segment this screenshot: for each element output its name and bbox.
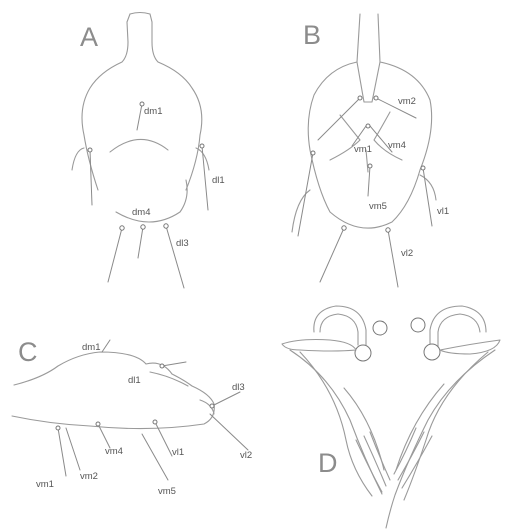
label-a-dm1: dm1 bbox=[144, 106, 162, 117]
panel-d-letter: D bbox=[318, 448, 338, 478]
seta-b-left-lateral bbox=[298, 153, 313, 236]
label-c-vl1: vl1 bbox=[172, 447, 184, 458]
label-a-dl1: dl1 bbox=[212, 175, 225, 186]
label-b-vm4: vm4 bbox=[388, 140, 406, 151]
panel-d-left-loop bbox=[282, 306, 387, 361]
socket-c-vm4 bbox=[96, 422, 100, 426]
socket-vl1 bbox=[421, 166, 425, 170]
seta-left-lateral bbox=[90, 150, 92, 205]
label-c-vm2: vm2 bbox=[80, 471, 98, 482]
panel-a-setae bbox=[88, 102, 208, 288]
seta-dl3 bbox=[166, 226, 184, 288]
label-c-vm1: vm1 bbox=[36, 479, 54, 490]
seta-c-dm1 bbox=[102, 340, 110, 352]
socket-c-vl1 bbox=[153, 420, 157, 424]
seta-dm4 bbox=[138, 227, 143, 258]
label-b-vm1: vm1 bbox=[354, 144, 372, 155]
panel-c-body-outline bbox=[12, 352, 214, 429]
seta-b-left-posterior bbox=[320, 228, 344, 282]
seta-vl1 bbox=[423, 168, 432, 226]
seta-c-vl2 bbox=[210, 414, 248, 450]
socket-vm5 bbox=[368, 164, 372, 168]
panel-b-letter: B bbox=[303, 20, 321, 50]
label-c-dm1: dm1 bbox=[82, 342, 100, 353]
label-b-vm5: vm5 bbox=[369, 201, 387, 212]
socket-b-left-posterior bbox=[342, 226, 346, 230]
label-a-dm4: dm4 bbox=[132, 207, 150, 218]
socket-c-dl3 bbox=[210, 404, 214, 408]
socket-dl3 bbox=[164, 224, 168, 228]
seta-left-posterior bbox=[108, 228, 122, 282]
panel-c-setae bbox=[56, 340, 248, 480]
label-c-vl2: vl2 bbox=[240, 450, 252, 461]
socket-c-vm1 bbox=[56, 426, 60, 430]
panel-c: C dm1 dl1 dl3 vm4 vl1 vl2 vm1 bbox=[12, 337, 252, 497]
seta-vm1 bbox=[352, 126, 366, 146]
socket-left-posterior bbox=[120, 226, 124, 230]
seta-c-vm2 bbox=[66, 428, 80, 470]
label-b-vm2: vm2 bbox=[398, 96, 416, 107]
label-c-dl1: dl1 bbox=[128, 375, 141, 386]
left-bulb-lower bbox=[355, 345, 371, 361]
socket-b-left-anterior bbox=[358, 96, 362, 100]
panel-a-letter: A bbox=[80, 22, 98, 52]
socket-dm4 bbox=[141, 225, 145, 229]
panel-a: A dm1 dl1 dm4 dl3 bbox=[72, 13, 225, 289]
seta-dl1 bbox=[202, 146, 208, 210]
label-a-dl3: dl3 bbox=[176, 238, 189, 249]
socket-vl2 bbox=[386, 228, 390, 232]
seta-vl2 bbox=[388, 230, 398, 287]
seta-c-dl3 bbox=[212, 392, 240, 406]
socket-c-dl1 bbox=[160, 364, 164, 368]
socket-dl1 bbox=[200, 144, 204, 148]
panel-d-ducts bbox=[290, 350, 495, 528]
socket-vm1-vm4 bbox=[366, 124, 370, 128]
panel-d-right-loop bbox=[411, 306, 500, 360]
label-c-vm5: vm5 bbox=[158, 486, 176, 497]
left-bulb-upper bbox=[373, 321, 387, 335]
right-bulb-lower bbox=[424, 344, 440, 360]
label-b-vl2: vl2 bbox=[401, 248, 413, 259]
right-bulb-upper bbox=[411, 318, 425, 332]
socket-left-lateral bbox=[88, 148, 92, 152]
seta-c-dl1 bbox=[162, 362, 186, 366]
seta-dm1 bbox=[137, 104, 142, 130]
panel-b: B vm2 bbox=[292, 14, 449, 287]
seta-b-left-anterior bbox=[318, 98, 360, 140]
label-b-vl1: vl1 bbox=[437, 206, 449, 217]
socket-b-left-lateral bbox=[311, 151, 315, 155]
label-c-dl3: dl3 bbox=[232, 382, 245, 393]
panel-c-letter: C bbox=[18, 337, 38, 367]
seta-c-vm1 bbox=[58, 428, 66, 476]
socket-vm2 bbox=[374, 96, 378, 100]
label-c-vm4: vm4 bbox=[105, 446, 123, 457]
panel-d: D bbox=[282, 306, 500, 528]
